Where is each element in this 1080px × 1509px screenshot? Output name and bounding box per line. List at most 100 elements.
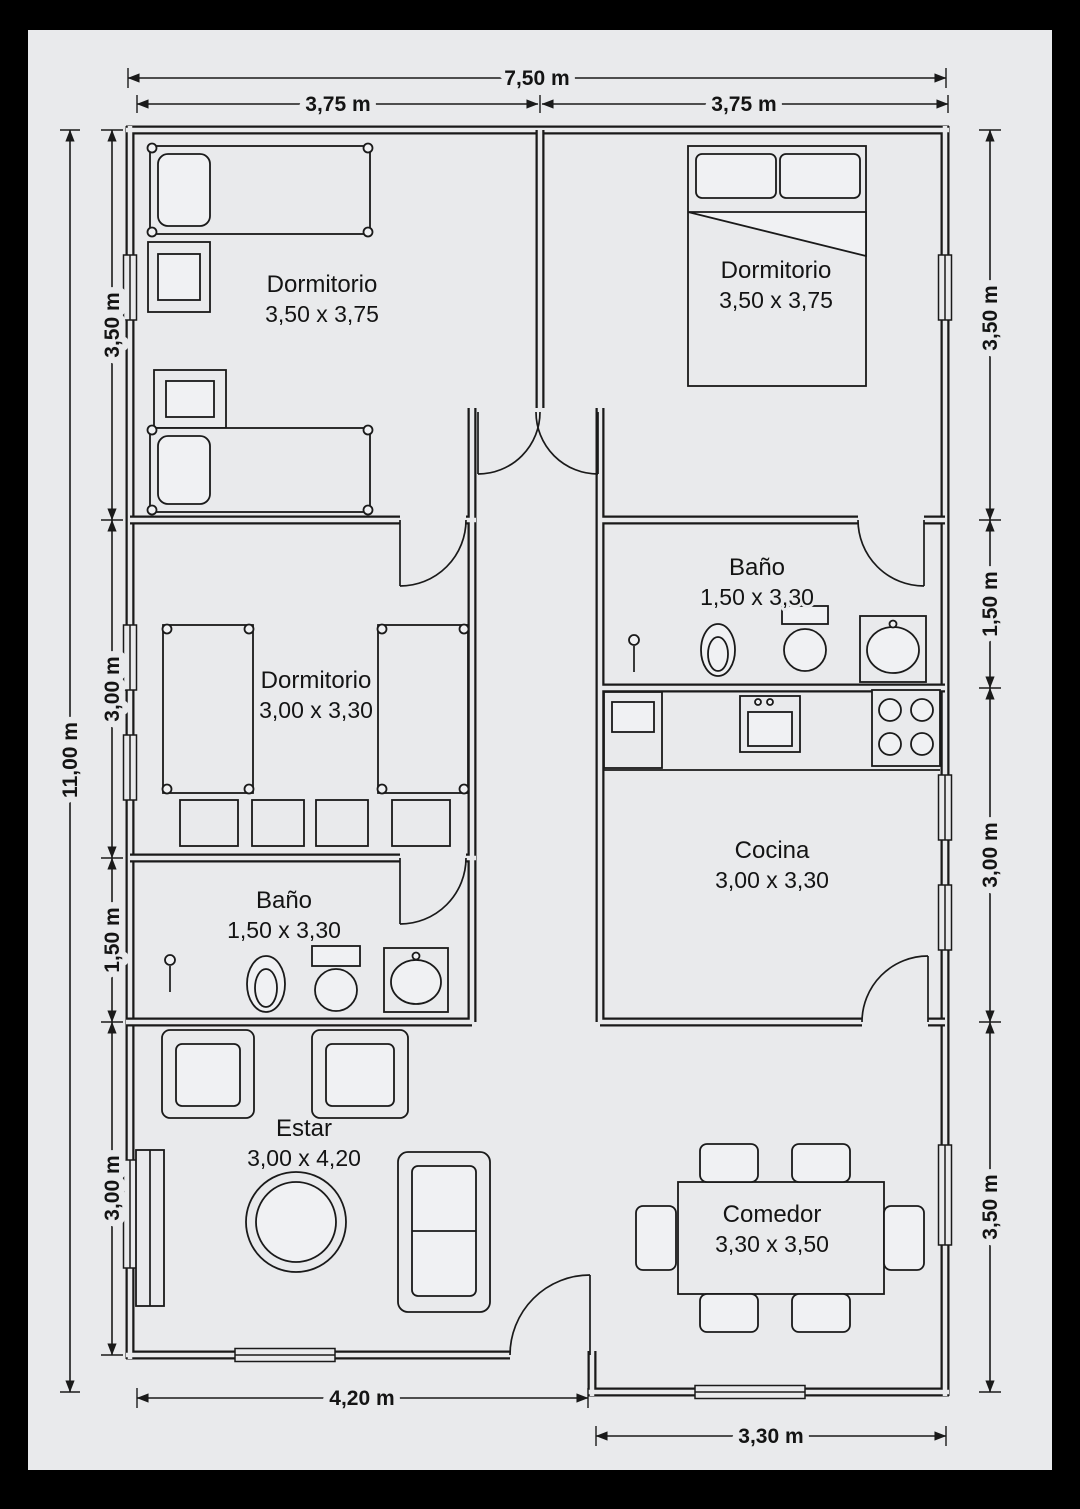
double-bed (687, 145, 867, 387)
doors (399, 411, 929, 1356)
room-size: 3,00 x 3,30 (715, 867, 829, 893)
room-size: 1,50 x 3,30 (227, 917, 341, 943)
single-bed (161, 623, 255, 795)
dresser (147, 241, 211, 313)
footboard-cabinets (179, 799, 451, 847)
room-size: 3,30 x 3,50 (715, 1231, 829, 1257)
window (122, 624, 138, 691)
dim-right-mid: 3,00 m (979, 822, 1002, 887)
room-label: Dormitorio (267, 271, 378, 298)
window (937, 254, 953, 321)
room-size: 3,00 x 3,30 (259, 697, 373, 723)
window (122, 254, 138, 321)
furniture-dormitorio1 (146, 142, 374, 516)
dim-left-top: 3,50 m (101, 292, 124, 357)
kitchen-sink (739, 695, 801, 753)
window (234, 1347, 336, 1363)
walls-interior (126, 130, 945, 1027)
room-size: 3,50 x 3,75 (265, 301, 379, 327)
dim-top-total: 7,50 m (504, 67, 569, 90)
room-bano-izquierdo: Baño 1,50 x 3,30 (224, 884, 344, 946)
door-cocina (861, 955, 929, 1023)
room-label: Cocina (735, 837, 810, 864)
room-comedor: Comedor 3,30 x 3,50 (712, 1198, 832, 1260)
room-label: Baño (256, 887, 312, 914)
bidet (246, 955, 286, 1013)
dim-left-total: 11,00 m (59, 722, 82, 798)
kitchen-sink-cabinet (603, 691, 663, 769)
furniture-comedor (635, 1143, 925, 1333)
room-bano-derecho: Baño 1,50 x 3,30 (697, 551, 817, 613)
room-size: 3,00 x 4,20 (247, 1145, 361, 1171)
window (122, 1159, 138, 1269)
window (694, 1384, 806, 1400)
chair (699, 1143, 759, 1183)
single-bed (146, 424, 374, 516)
room-cocina: Cocina 3,00 x 3,30 (712, 834, 832, 896)
dim-right-bottom: 3,50 m (979, 1174, 1002, 1239)
sofa (397, 1151, 491, 1313)
door-dormitorio3 (399, 519, 467, 587)
dim-right-top: 3,50 m (979, 285, 1002, 350)
room-size: 3,50 x 3,75 (719, 287, 833, 313)
room-size: 1,50 x 3,30 (700, 584, 814, 610)
room-dormitorio-1: Dormitorio 3,50 x 3,75 (262, 268, 382, 330)
dim-top-left: 3,75 m (305, 93, 370, 116)
fixtures-bano-derecho (628, 605, 927, 683)
room-dormitorio-2: Dormitorio 3,50 x 3,75 (716, 254, 836, 316)
chair (791, 1293, 851, 1333)
nightstand (153, 369, 227, 429)
dim-left-bath: 1,50 m (101, 907, 124, 972)
room-label: Dormitorio (261, 667, 372, 694)
chair (635, 1205, 677, 1271)
furniture-estar (135, 1029, 491, 1313)
armchair (311, 1029, 409, 1119)
door-vestibule-left (477, 411, 541, 475)
fixtures-cocina (603, 689, 941, 771)
room-estar: Estar 3,00 x 4,20 (244, 1112, 364, 1174)
dim-right-bath: 1,50 m (979, 571, 1002, 636)
dimension-lines (60, 68, 1001, 1446)
furniture-dormitorio3 (161, 623, 470, 847)
sink (859, 615, 927, 683)
chair (791, 1143, 851, 1183)
faucet (164, 954, 176, 992)
shelf (135, 1149, 165, 1307)
room-label: Estar (276, 1115, 332, 1142)
toilet (311, 945, 361, 1012)
single-bed (146, 142, 374, 238)
window (937, 884, 953, 951)
door-vestibule-right (535, 411, 599, 475)
dim-bottom-left: 4,20 m (329, 1387, 394, 1410)
dim-top-right: 3,75 m (711, 93, 776, 116)
room-label: Dormitorio (721, 257, 832, 284)
door-bano-derecho (857, 519, 925, 587)
dining-table (677, 1181, 885, 1295)
room-label: Baño (729, 554, 785, 581)
faucet (628, 634, 640, 672)
chair (699, 1293, 759, 1333)
room-labels: Dormitorio 3,50 x 3,75 Dormitorio 3,50 x… (224, 254, 836, 1260)
windows (122, 254, 953, 1400)
bidet (700, 623, 736, 677)
stove (871, 689, 941, 767)
dim-left-bottom: 3,00 m (101, 1155, 124, 1220)
door-entrada (509, 1274, 591, 1356)
room-label: Comedor (723, 1201, 822, 1228)
room-dormitorio-3: Dormitorio 3,00 x 3,30 (256, 664, 376, 726)
sink (383, 947, 449, 1013)
toilet (781, 605, 829, 672)
furniture-dormitorio2 (687, 145, 867, 387)
window (937, 1144, 953, 1246)
door-bano-izquierdo (399, 857, 467, 925)
chair (883, 1205, 925, 1271)
fixtures-bano-izquierdo (164, 945, 449, 1013)
armchair (161, 1029, 255, 1119)
window (937, 774, 953, 841)
dim-bottom-right: 3,30 m (738, 1425, 803, 1448)
window (122, 734, 138, 801)
coffee-table (245, 1171, 347, 1273)
dim-left-mid: 3,00 m (101, 656, 124, 721)
single-bed (376, 623, 470, 795)
